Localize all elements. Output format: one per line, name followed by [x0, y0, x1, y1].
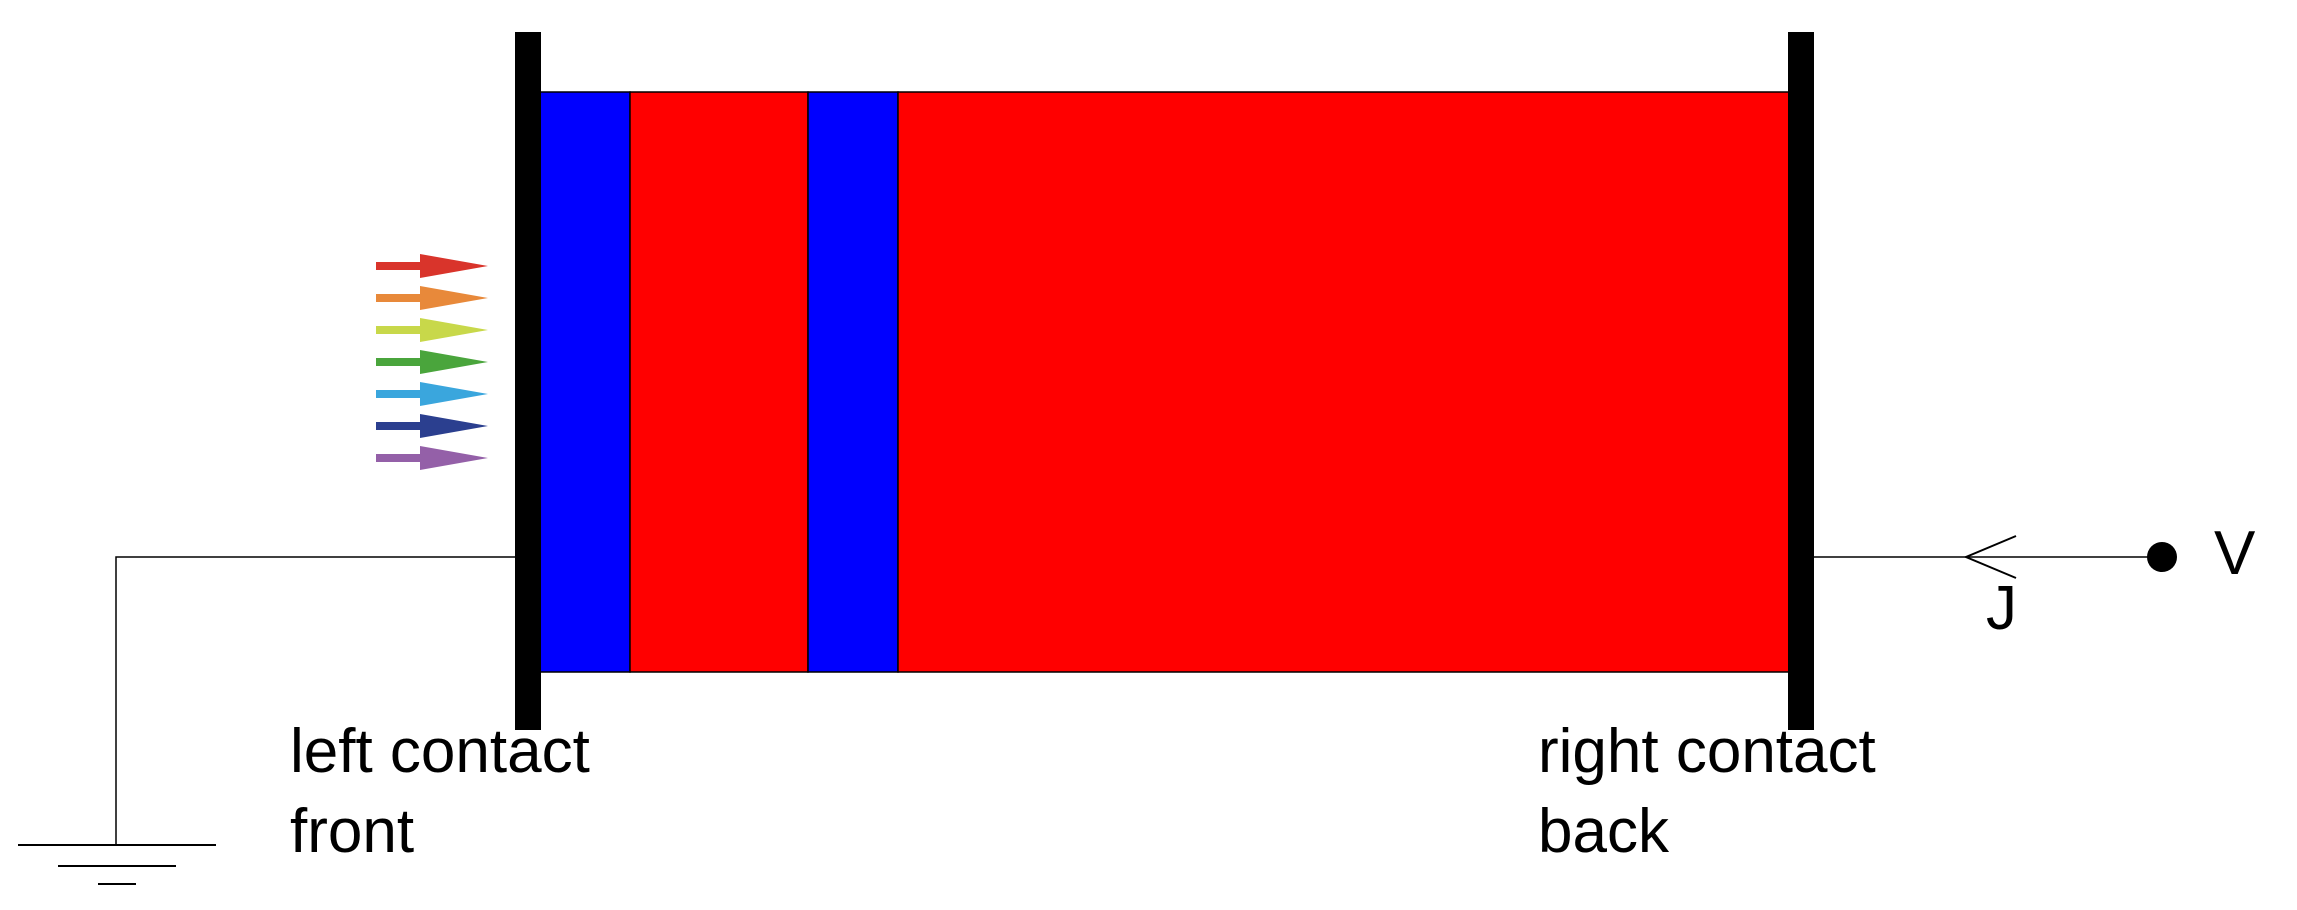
voltage-terminal [2147, 542, 2177, 572]
right-contact-bar [1788, 32, 1814, 730]
ground-wire [115, 556, 515, 845]
current-arrow-icon [1963, 535, 2017, 579]
right-contact-sublabel: back [1538, 797, 1670, 866]
voltage-label: V [2214, 519, 2256, 588]
left-contact-sublabel: front [290, 797, 414, 866]
light-arrow-icon [376, 446, 488, 470]
light-arrow-icon [376, 286, 488, 310]
incident-light-arrows [376, 254, 488, 470]
light-arrow-icon [376, 350, 488, 374]
ground-icon [18, 844, 216, 885]
current-label: J [1986, 574, 2017, 643]
layer-2 [629, 91, 809, 673]
layer-1 [539, 91, 631, 673]
light-arrow-icon [376, 382, 488, 406]
light-arrow-icon [376, 414, 488, 438]
light-arrow-icon [376, 254, 488, 278]
right-contact-label: right contact [1538, 717, 1876, 786]
light-arrow-icon [376, 318, 488, 342]
left-contact-bar [515, 32, 541, 730]
layer-4 [897, 91, 1791, 673]
device-layers [539, 91, 1791, 673]
left-contact-label: left contact [290, 717, 590, 786]
layer-3 [807, 91, 899, 673]
